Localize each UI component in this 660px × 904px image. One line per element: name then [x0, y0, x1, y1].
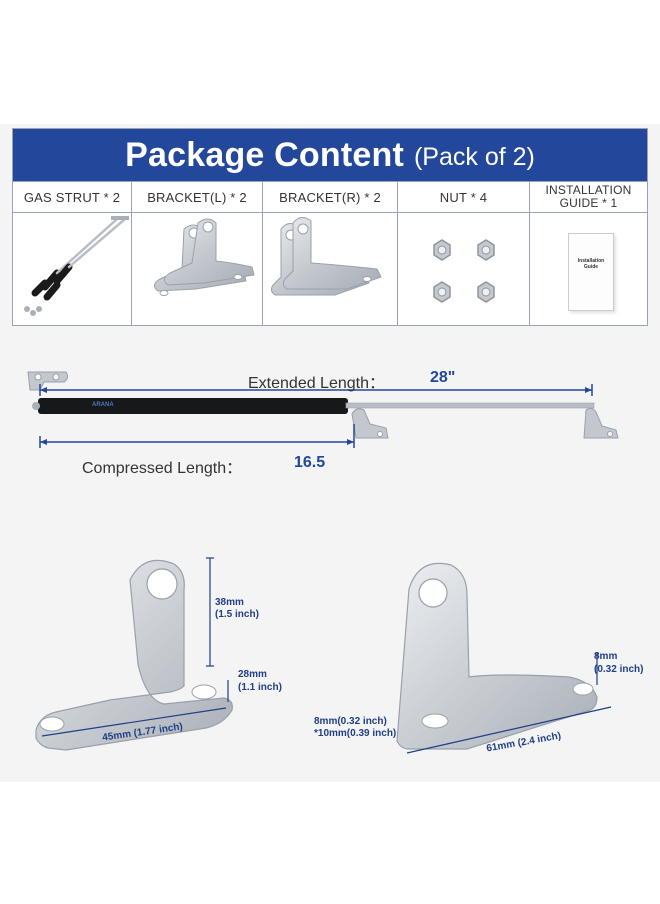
left-height-inch: (1.5 inch) [215, 609, 259, 620]
right-slot-dim-1: 8mm(0.32 inch) [314, 716, 387, 727]
right-hole-dim: 8mm [594, 651, 618, 662]
left-base-height-inch: (1.1 inch) [238, 682, 282, 693]
hex-nut-icon [433, 239, 495, 303]
item-label-bracket-left: BRACKET(L) * 2 [147, 189, 247, 205]
item-label-guide-line2: GUIDE * 1 [559, 196, 618, 210]
package-content-table: Package Content (Pack of 2) GAS STRUT * … [12, 128, 648, 326]
compressed-length-value: 16.5 [294, 454, 326, 471]
label-cell-guide: INSTALLATION GUIDE * 1 [530, 182, 647, 212]
left-base-height-dim: 28mm [238, 669, 267, 680]
gas-strut-pair-icon [24, 216, 129, 316]
installation-guide-icon: Installation Guide [568, 233, 614, 311]
extended-length-value: 28" [430, 369, 456, 386]
package-images-row: Installation Guide [13, 213, 647, 325]
image-cell-bracket-right [263, 213, 398, 325]
right-hole-inch: (0.32 inch) [594, 664, 644, 675]
bracket-right-detail [396, 562, 612, 754]
image-cell-nut [398, 213, 530, 325]
bracket-left-icon [154, 218, 255, 296]
package-labels-row: GAS STRUT * 2 BRACKET(L) * 2 BRACKET(R) … [13, 182, 647, 213]
item-label-gas-strut: GAS STRUT * 2 [23, 189, 121, 205]
item-label-guide-line1: INSTALLATION [545, 183, 632, 197]
package-title: Package Content [125, 135, 404, 174]
left-height-dim: 38mm [215, 597, 244, 608]
label-cell-nut: NUT * 4 [398, 182, 530, 212]
image-cell-gas-strut [13, 213, 132, 325]
label-cell-gas-strut: GAS STRUT * 2 [13, 182, 132, 212]
guide-cover-line2: Guide [583, 264, 599, 270]
strut-length-diagram [27, 371, 619, 448]
guide-cover-line1: Installation [577, 258, 605, 264]
compressed-length-label: Compressed Length： [82, 460, 243, 477]
image-cell-guide: Installation Guide [530, 213, 647, 325]
bracket-left-detail [35, 557, 233, 751]
bracket-right-icon [270, 217, 382, 296]
item-label-nut: NUT * 4 [439, 189, 488, 205]
item-label-bracket-right: BRACKET(R) * 2 [279, 189, 381, 205]
extended-length-label: Extended Length： [248, 375, 385, 392]
package-header: Package Content (Pack of 2) [13, 129, 647, 182]
package-subtitle: (Pack of 2) [413, 142, 535, 171]
label-cell-bracket-right: BRACKET(R) * 2 [263, 182, 398, 212]
strut-brand-label: ARANA [92, 402, 114, 408]
label-cell-bracket-left: BRACKET(L) * 2 [132, 182, 263, 212]
image-cell-bracket-left [132, 213, 263, 325]
right-slot-dim-2: *10mm(0.39 inch) [314, 728, 397, 739]
